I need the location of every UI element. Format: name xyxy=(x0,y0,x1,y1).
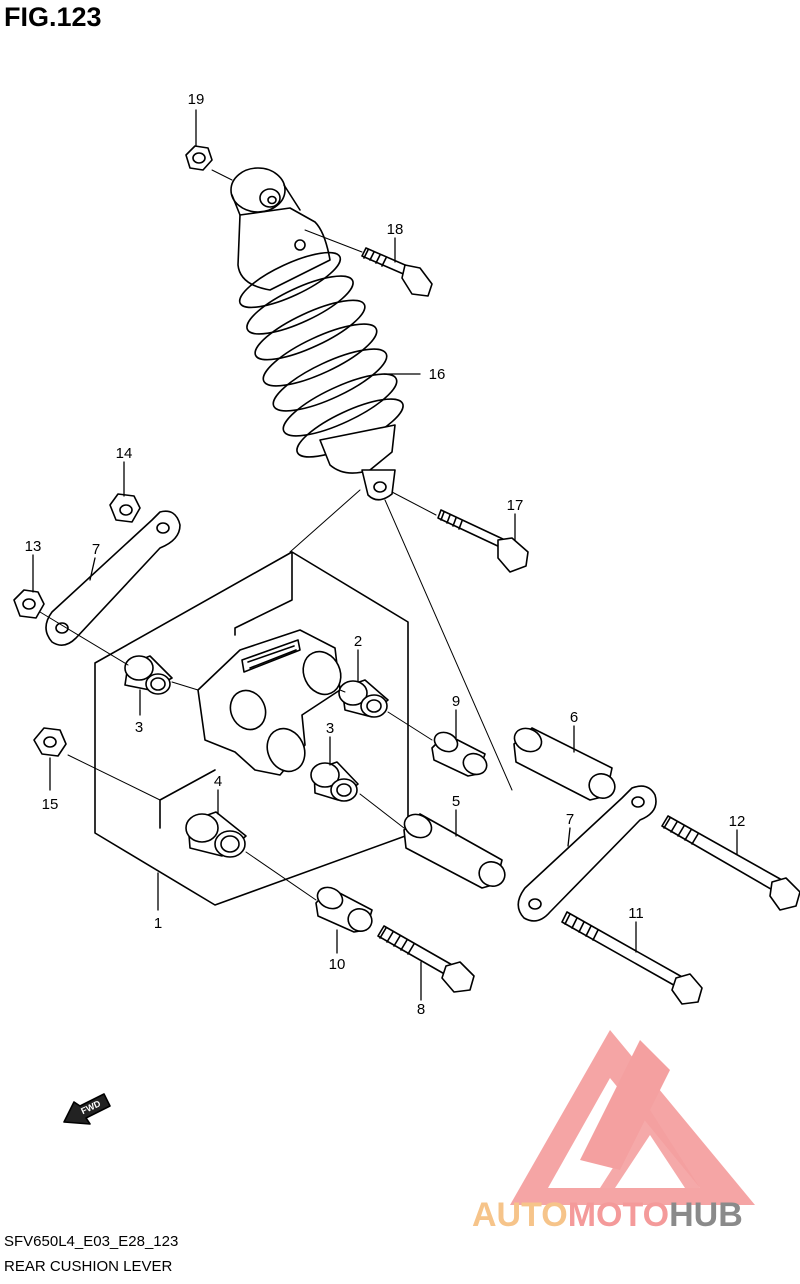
diagram-name: REAR CUSHION LEVER xyxy=(4,1258,173,1275)
callout-1: 1 xyxy=(154,915,162,932)
callout-9: 9 xyxy=(452,693,460,710)
callout-17: 17 xyxy=(507,497,524,514)
cushion-lever xyxy=(197,629,342,776)
callout-12: 12 xyxy=(729,813,746,830)
callout-14: 14 xyxy=(116,445,133,462)
callout-13: 13 xyxy=(25,538,42,555)
nut-19 xyxy=(185,145,213,171)
spacer-10 xyxy=(315,886,373,933)
callout-labels: 1 2 3 3 4 5 6 7 7 8 9 10 11 12 13 14 15 … xyxy=(25,91,746,1018)
callout-18: 18 xyxy=(387,221,404,238)
rear-shock-absorber xyxy=(230,167,404,501)
bolt-12 xyxy=(661,815,800,911)
callout-3-left: 3 xyxy=(135,719,143,736)
spacer-6 xyxy=(513,727,616,801)
callout-2: 2 xyxy=(354,633,362,650)
figure-title: FIG.123 xyxy=(4,2,102,32)
spacer-5 xyxy=(403,813,506,889)
needle-bearing-2 xyxy=(338,679,389,718)
callout-7-right: 7 xyxy=(566,811,574,828)
callout-15: 15 xyxy=(42,796,59,813)
callout-5: 5 xyxy=(452,793,460,810)
callout-6: 6 xyxy=(570,709,578,726)
callout-8: 8 xyxy=(417,1001,425,1018)
callout-7-left: 7 xyxy=(92,541,100,558)
nut-15 xyxy=(33,727,67,757)
link-rod-right xyxy=(517,785,657,922)
spacer-9 xyxy=(431,731,488,777)
callout-16: 16 xyxy=(429,366,446,383)
nut-14 xyxy=(109,493,141,523)
callout-11: 11 xyxy=(628,905,644,922)
watermark-text: AUTOMOTOHUB xyxy=(472,1196,743,1234)
link-rod-left xyxy=(45,510,181,646)
needle-bearing-4 xyxy=(185,811,247,858)
callout-3-right: 3 xyxy=(326,720,334,737)
bolt-18 xyxy=(361,247,433,297)
diagram-code: SFV650L4_E03_E28_123 xyxy=(4,1233,179,1250)
callout-4: 4 xyxy=(214,773,222,790)
callout-10: 10 xyxy=(329,956,346,973)
bolt-17 xyxy=(437,509,529,573)
bolt-8 xyxy=(377,925,475,993)
callout-19: 19 xyxy=(188,91,205,108)
bolt-11 xyxy=(561,911,703,1005)
nut-13 xyxy=(13,589,45,619)
watermark-logo-icon xyxy=(510,1030,755,1205)
needle-bearing-3b xyxy=(310,761,359,802)
needle-bearing-3a xyxy=(124,655,173,695)
fwd-arrow-icon: FWD xyxy=(63,1093,111,1125)
